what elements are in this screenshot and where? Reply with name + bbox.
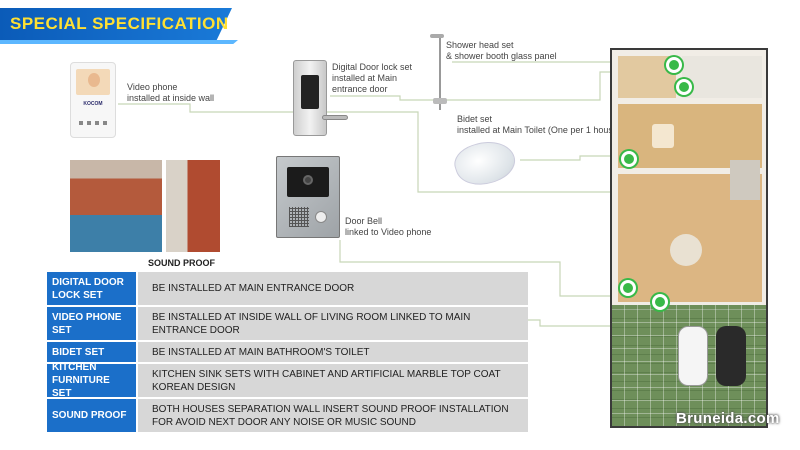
- table-row: DIGITAL DOOR LOCK SET BE INSTALLED AT MA…: [47, 272, 528, 305]
- shower-head-icon: [430, 34, 444, 38]
- shower-callout: Shower head set & shower booth glass pan…: [446, 40, 557, 61]
- marker-bidet: [676, 79, 692, 95]
- table-row: SOUND PROOF BOTH HOUSES SEPARATION WALL …: [47, 399, 528, 432]
- page-title: SPECIAL SPECIFICATION: [10, 14, 229, 33]
- door-bell-speaker: [289, 207, 309, 227]
- spec-value: BE INSTALLED AT MAIN ENTRANCE DOOR: [138, 272, 528, 305]
- video-phone-brand: KOCOM: [83, 101, 103, 107]
- door-lock-handle: [322, 115, 348, 120]
- spec-value: BE INSTALLED AT INSIDE WALL OF LIVING RO…: [138, 307, 528, 340]
- shower-pipe: [439, 38, 441, 110]
- plan-rug: [670, 234, 702, 266]
- door-bell-camera: [287, 167, 329, 197]
- plan-room-utility: [682, 56, 762, 98]
- title-banner: [0, 8, 232, 42]
- table-row: VIDEO PHONE SET BE INSTALLED AT INSIDE W…: [47, 307, 528, 340]
- spec-key: VIDEO PHONE SET: [47, 307, 136, 340]
- door-lock-keypad: [301, 75, 319, 109]
- plan-dining-table: [652, 124, 674, 148]
- plan-car-black-icon: [716, 326, 746, 386]
- spec-value: KITCHEN SINK SETS WITH CABINET AND ARTIF…: [138, 364, 528, 397]
- spec-key: DIGITAL DOOR LOCK SET: [47, 272, 136, 305]
- table-row: KITCHEN FURNITURE SET KITCHEN SINK SETS …: [47, 362, 528, 399]
- sound-proof-photo-1: [70, 160, 162, 252]
- marker-shower: [666, 57, 682, 73]
- spec-key: SOUND PROOF: [47, 399, 136, 432]
- spec-table: DIGITAL DOOR LOCK SET BE INSTALLED AT MA…: [47, 272, 528, 434]
- child-face-icon: [88, 73, 100, 87]
- plan-stairs: [730, 160, 760, 200]
- marker-kitchen: [621, 151, 637, 167]
- watermark: Bruneida.com: [676, 410, 780, 427]
- door-bell-callout: Door Bell linked to Video phone: [345, 216, 432, 237]
- marker-door-lock: [652, 294, 668, 310]
- spec-value: BE INSTALLED AT MAIN BATHROOM'S TOILET: [138, 342, 528, 362]
- video-phone-image: KOCOM: [70, 62, 116, 138]
- connector-bidet: [520, 155, 620, 161]
- video-phone-callout: Video phone installed at inside wall: [127, 82, 215, 103]
- bidet-callout: Bidet set installed at Main Toilet (One …: [457, 114, 621, 135]
- plan-room-kitchen: [618, 104, 762, 168]
- video-phone-buttons: [79, 121, 109, 125]
- video-phone-screen: [76, 69, 110, 95]
- door-bell-button-icon: [315, 211, 327, 223]
- plan-car-white-icon: [678, 326, 708, 386]
- floor-plan: [610, 48, 768, 428]
- table-row: BIDET SET BE INSTALLED AT MAIN BATHROOM'…: [47, 342, 528, 362]
- shower-mixer: [433, 98, 447, 104]
- camera-lens-icon: [303, 175, 313, 185]
- door-bell-image: [276, 156, 340, 238]
- spec-key: BIDET SET: [47, 342, 136, 362]
- shower-head-image: [430, 34, 450, 114]
- title-banner-stripe: [0, 40, 238, 44]
- sound-proof-label: SOUND PROOF: [148, 258, 216, 268]
- spec-key: KITCHEN FURNITURE SET: [47, 362, 136, 399]
- spec-value: BOTH HOUSES SEPARATION WALL INSERT SOUND…: [138, 399, 528, 432]
- marker-video-phone: [620, 280, 636, 296]
- door-lock-callout: Digital Door lock set installed at Main …: [332, 62, 413, 94]
- sound-proof-photo-2: [166, 160, 220, 252]
- door-lock-image: [293, 60, 348, 136]
